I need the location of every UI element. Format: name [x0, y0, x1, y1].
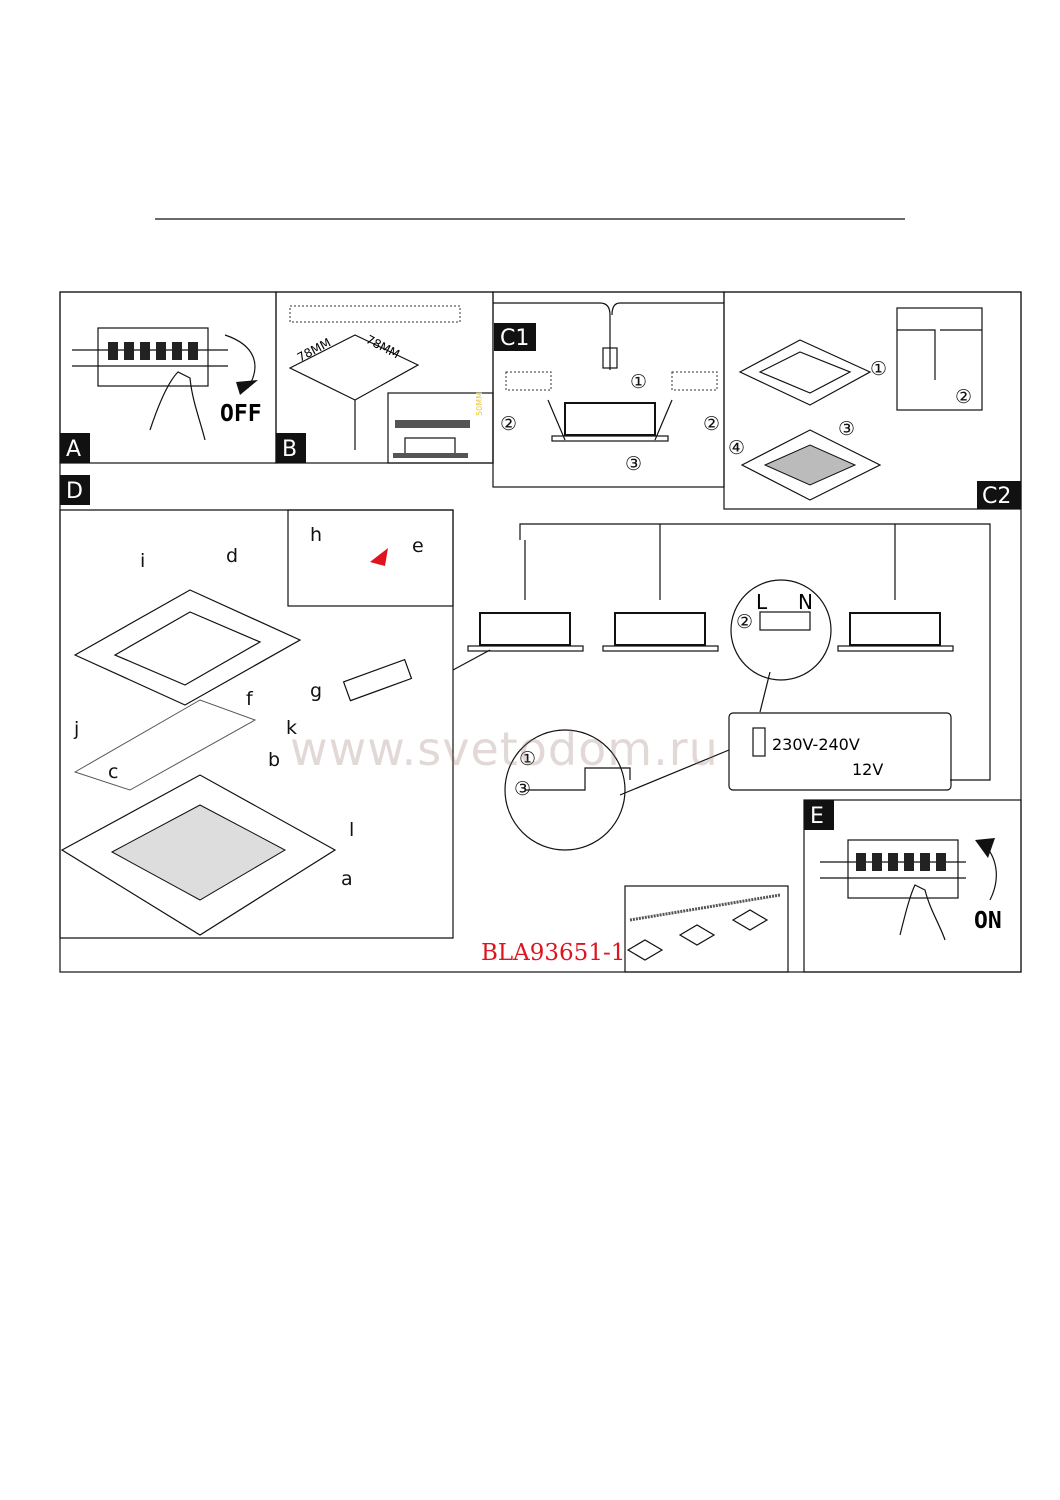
letter-j: j	[73, 718, 79, 740]
letter-e: e	[412, 535, 424, 557]
watermark: www.svetodom.ru	[290, 722, 719, 776]
clip-zoom-circle	[504, 729, 626, 851]
panel-d-label: D	[66, 479, 83, 504]
terminal-zoom-circle	[730, 579, 832, 681]
step-2-right: ②	[703, 413, 720, 435]
step-2: ②	[736, 611, 753, 633]
transformer	[728, 712, 952, 791]
panel-a-label: A	[66, 437, 81, 462]
step-3: ③	[838, 418, 855, 440]
letter-f: f	[246, 688, 254, 710]
live-label: L	[756, 590, 768, 614]
dimension-2: 78MM	[364, 332, 402, 361]
panel-c2: ① ② ③ ④ C2	[723, 291, 1022, 510]
result-thumbnail	[624, 885, 789, 973]
letter-h: h	[310, 524, 322, 546]
panel-c2-label: C2	[982, 484, 1011, 509]
model-code: BLA93651-1	[481, 940, 626, 966]
step-3: ③	[625, 453, 642, 475]
on-label: ON	[974, 908, 1002, 934]
input-voltage: 230V-240V	[772, 735, 860, 754]
step-2-left: ②	[500, 413, 517, 435]
panel-e: ON E	[803, 799, 1022, 973]
letter-l: l	[349, 819, 354, 841]
step-1: ①	[519, 748, 536, 770]
panel-a: OFF A	[59, 291, 277, 464]
letter-k: k	[286, 717, 297, 739]
panel-e-label: E	[810, 804, 824, 829]
step-1: ①	[630, 371, 647, 393]
wiring-diagram: L N ② 230V-240V 12V ① ③	[467, 523, 991, 851]
letter-c: c	[108, 761, 118, 783]
step-4: ④	[728, 437, 745, 459]
depth-label: 50MM	[475, 392, 484, 416]
step-2: ②	[955, 386, 972, 408]
output-voltage: 12V	[852, 760, 883, 779]
panel-d: D i d h e f g j k b c l a	[59, 475, 491, 939]
step-1: ①	[870, 358, 887, 380]
panel-b: 78MM 78MM 50MM B	[275, 291, 494, 464]
letter-d: d	[226, 545, 238, 567]
letter-b: b	[268, 749, 280, 771]
panel-c1: ① ② ② ③ C1	[492, 291, 725, 488]
off-label: OFF	[220, 401, 262, 427]
panel-c1-label: C1	[500, 326, 529, 351]
letter-i: i	[140, 550, 145, 572]
dimension-1: 78MM	[295, 335, 333, 364]
step-3: ③	[514, 778, 531, 800]
panel-b-label: B	[282, 437, 297, 462]
neutral-label: N	[798, 590, 813, 614]
letter-a: a	[341, 868, 353, 890]
letter-g: g	[310, 680, 322, 702]
